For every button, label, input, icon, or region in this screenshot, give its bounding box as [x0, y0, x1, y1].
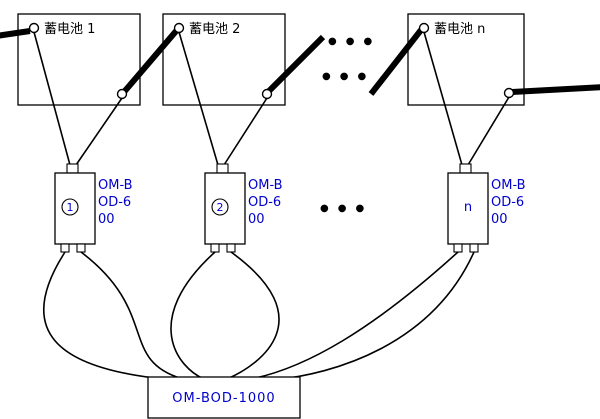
module-n-box [447, 172, 489, 245]
sense-wires [33, 31, 510, 166]
controller-cables [42, 251, 475, 381]
module-2-bottom-tab-left [210, 243, 220, 253]
module-2-label-line1: OM-B [248, 178, 283, 193]
wire-batteryn-neg-to-modulen [467, 96, 510, 166]
module-2-number-circle [211, 198, 229, 216]
cable-module2-right [226, 251, 280, 380]
ellipsis-modules: ●●● [320, 203, 373, 214]
module-2-label-line3: 00 [248, 212, 265, 227]
battery-2: 蓄电池 2 [162, 13, 286, 106]
module-n-label-line2: OD-6 [491, 195, 524, 210]
battery-1-box [17, 13, 141, 106]
wire-battery2-pos-to-module2 [178, 31, 219, 166]
battery-n-negative-terminal-icon [503, 87, 515, 99]
module-n: n OM-B OD-6 00 [447, 163, 526, 253]
bus-battery1-to-battery2 [121, 28, 180, 94]
wire-batteryn-pos-to-modulen [423, 31, 463, 166]
module-2-box [204, 172, 246, 245]
cable-module1-left [42, 251, 165, 380]
bus-left-feed [0, 28, 31, 39]
module-1-number: 1 [67, 201, 74, 214]
controller-box [147, 376, 301, 419]
battery-1-negative-terminal-icon [116, 88, 128, 100]
module-2-label-line2: OD-6 [248, 195, 281, 210]
battery-2-positive-terminal-icon [173, 22, 185, 34]
module-n-label-line3: 00 [491, 212, 508, 227]
wire-battery1-pos-to-module1 [33, 31, 71, 166]
module-1-top-tab [66, 163, 79, 174]
controller-label: OM-BOD-1000 [172, 391, 275, 406]
module-1: 1 OM-B OD-6 00 [54, 163, 133, 253]
module-1-bottom-tab-left [60, 243, 70, 253]
battery-1: 蓄电池 1 [17, 13, 141, 106]
module-1-box [54, 172, 96, 245]
ellipsis-top-upper: ●●● [328, 36, 381, 47]
battery-1-positive-terminal-icon [28, 22, 40, 34]
module-1-bottom-tab-right [76, 243, 86, 253]
battery-2-negative-terminal-icon [261, 88, 273, 100]
module-n-label-line1: OM-B [491, 178, 526, 193]
module-1-label-line1: OM-B [98, 178, 133, 193]
module-n-bottom-tab-right [469, 243, 479, 253]
module-2-top-tab [216, 163, 229, 174]
module-1-label-line2: OD-6 [98, 195, 131, 210]
bus-bars [0, 28, 600, 96]
module-n-top-tab [459, 163, 472, 174]
module-n-number: n [464, 200, 472, 215]
module-2: 2 OM-B OD-6 00 [204, 163, 283, 253]
battery-1-label: 蓄电池 1 [44, 22, 95, 37]
battery-n-box [407, 13, 525, 106]
module-2-number: 2 [217, 201, 224, 214]
cable-module1-right [80, 251, 184, 380]
battery-2-box [162, 13, 286, 106]
bus-gap-to-battery-n [368, 28, 424, 96]
module-1-label-line3: 00 [98, 212, 115, 227]
battery-n-positive-terminal-icon [418, 22, 430, 34]
battery-2-label: 蓄电池 2 [189, 22, 240, 37]
bus-battery2-to-gap [266, 34, 326, 94]
controller: OM-BOD-1000 [147, 376, 301, 419]
wire-battery2-neg-to-module2 [223, 97, 268, 166]
battery-n-label: 蓄电池 n [434, 22, 485, 37]
module-1-number-circle [61, 198, 79, 216]
module-2-bottom-tab-right [226, 243, 236, 253]
cable-module2-left [170, 251, 216, 380]
battery-n: 蓄电池 n [407, 13, 525, 106]
module-n-bottom-tab-left [453, 243, 463, 253]
bus-right-feed [511, 84, 600, 95]
wire-battery1-neg-to-module1 [75, 97, 123, 166]
cable-modulen-left [250, 251, 459, 380]
ellipsis-top-lower: ●●● [322, 71, 375, 82]
